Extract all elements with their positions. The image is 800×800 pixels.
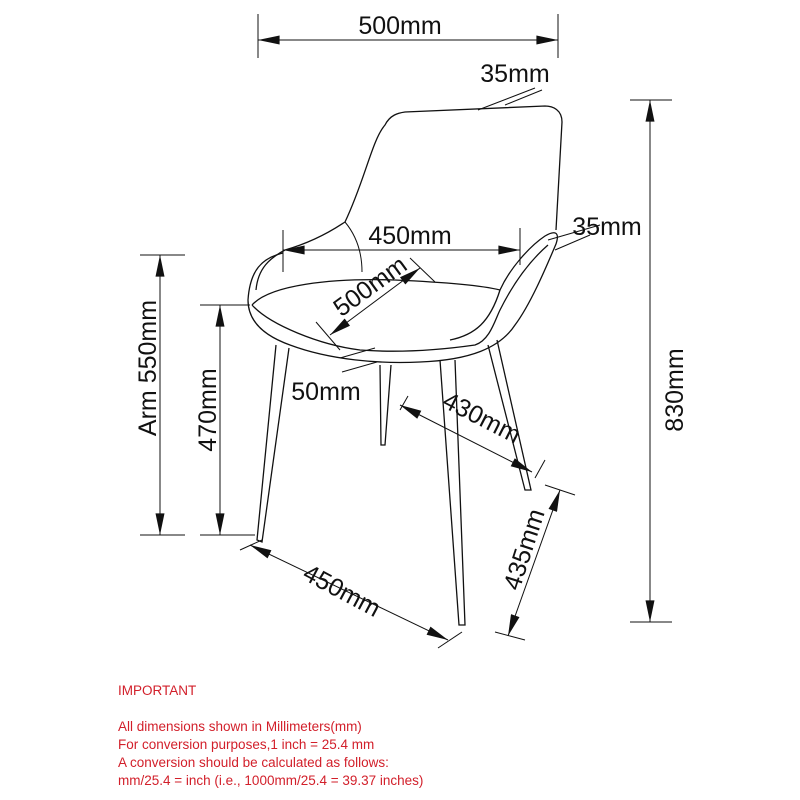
leg-spread-label: 430mm [438,386,525,449]
base-width-label: 450mm [298,559,385,623]
arm-thickness-label: 35mm [572,213,641,241]
back-thickness-label: 35mm [480,60,549,88]
base-depth-dim-line [507,489,561,637]
notes-title: IMPORTANT [118,683,197,698]
notes-line: mm/25.4 = inch (i.e., 1000mm/25.4 = 39.3… [118,773,424,788]
chair-leg-front-right [439,359,466,626]
seat-depth-dim-line [329,267,421,336]
base-depth-label: 435mm [498,506,550,594]
chair-shell [247,232,559,364]
seat-thickness-label: 50mm [291,378,360,406]
overall-width-label: 500mm [358,12,441,40]
chair-leg-front-left [256,344,290,543]
notes-line: All dimensions shown in Millimeters(mm) [118,719,362,734]
base-width-dim-line [249,544,449,641]
arm-height-label: Arm 550mm [134,300,162,436]
chair-backrest [284,105,563,251]
seat-depth-label: 500mm [328,251,412,323]
important-notes: IMPORTANT All dimensions shown in Millim… [118,682,423,790]
notes-line: A conversion should be calculated as fol… [118,755,389,770]
leg-spread-dim-line [399,404,533,473]
seat-width-label: 450mm [368,222,451,250]
notes-line: For conversion purposes,1 inch = 25.4 mm [118,737,375,752]
seat-height-label: 470mm [194,368,222,451]
chair-leg-back-left [379,364,392,446]
overall-height-label: 830mm [661,348,689,431]
